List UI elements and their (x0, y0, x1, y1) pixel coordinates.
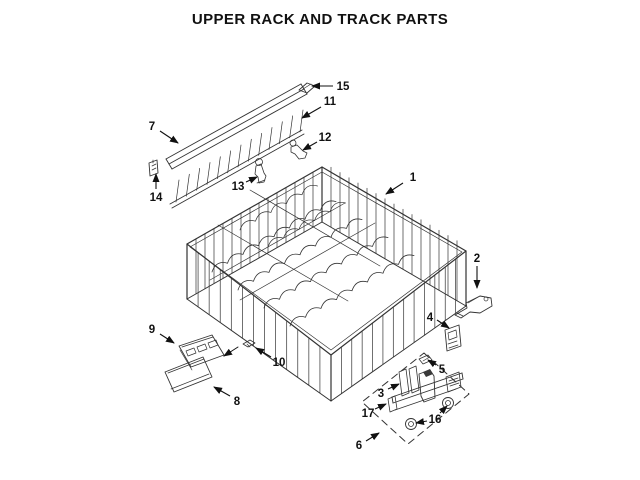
callout-17: 17 (362, 408, 375, 420)
tine-adjuster-rear-drawing (289, 139, 308, 160)
track-assembly-drawing (387, 354, 464, 430)
callout-13: 13 (232, 181, 245, 193)
page-title: UPPER RACK AND TRACK PARTS (191, 11, 449, 28)
callout-7: 7 (149, 121, 155, 133)
callout-11: 11 (324, 96, 337, 108)
callout-3: 3 (378, 388, 384, 400)
callout-6: 6 (356, 440, 362, 452)
callout-8: 8 (234, 396, 241, 408)
mount-plate-drawing (444, 324, 462, 352)
callout-15: 15 (337, 81, 350, 93)
callout-1: 1 (410, 172, 417, 184)
access-panel-drawing (164, 356, 213, 393)
rail-clip-drawing (148, 159, 159, 177)
callout-14: 14 (150, 192, 163, 204)
upper-rack-drawing (186, 166, 467, 402)
tine-row-drawing (169, 109, 305, 209)
track-stop-drawing (454, 295, 493, 319)
tine-adjuster-front-drawing (254, 158, 267, 184)
clip-drawing (223, 339, 256, 357)
callout-16: 16 (429, 414, 442, 426)
callout-12: 12 (319, 132, 332, 144)
callout-5: 5 (439, 364, 446, 376)
service-kit-boundary (361, 352, 470, 445)
callout-4: 4 (427, 312, 434, 324)
callout-9: 9 (149, 324, 155, 336)
small-items-basket-drawing (178, 334, 225, 371)
callout-10: 10 (273, 357, 286, 369)
slide-rail-drawing (165, 83, 308, 170)
callout-2: 2 (474, 253, 480, 265)
